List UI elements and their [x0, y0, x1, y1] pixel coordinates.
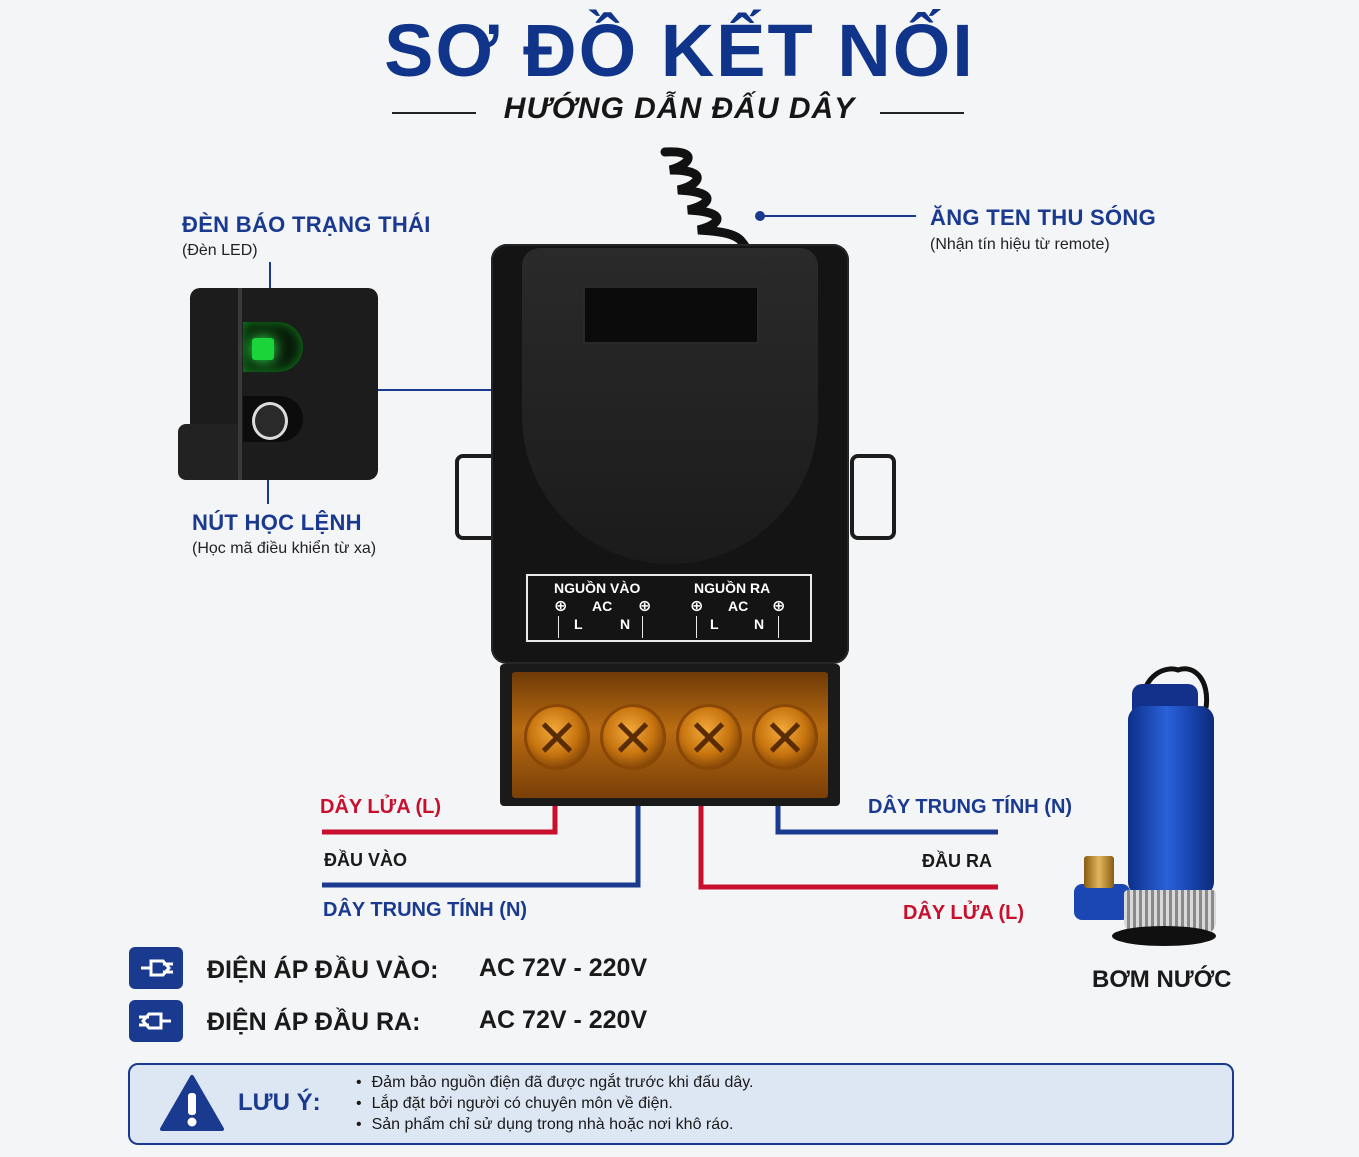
note-list: Đảm bảo nguồn điện đã được ngắt trước kh… — [356, 1072, 754, 1135]
ground-icon: ⊕ — [638, 598, 652, 615]
led-callout-title: ĐÈN BÁO TRẠNG THÁI — [182, 212, 431, 237]
output-terminal-label: NGUỒN RA — [694, 580, 771, 596]
input-voltage-label: ĐIỆN ÁP ĐẦU VÀO: — [207, 956, 439, 984]
output-live-label: DÂY LỬA (L) — [903, 902, 1025, 924]
input-voltage-value: AC 72V - 220V — [479, 954, 648, 982]
output-neutral-label: DÂY TRUNG TÍNH (N) — [868, 796, 1073, 818]
antenna-callout-title: ĂNG TEN THU SÓNG — [930, 205, 1157, 230]
pump-outlet — [1074, 884, 1130, 920]
note-item: Lắp đặt bởi người có chuyên môn về điện. — [356, 1093, 754, 1114]
note-title: LƯU Ý: — [238, 1089, 321, 1116]
plug-in-icon — [129, 947, 183, 989]
input-neutral-wire — [322, 806, 641, 888]
title-rule-right — [880, 112, 964, 114]
antenna-callout-desc: (Nhận tín hiệu từ remote) — [930, 236, 1110, 253]
learn-button[interactable] — [252, 402, 288, 440]
pump-base — [1112, 926, 1216, 946]
note-item: Sản phẩm chỉ sử dụng trong nhà hoặc nơi … — [356, 1114, 754, 1135]
input-live-wire — [322, 806, 558, 835]
output-group-label: ĐẦU RA — [922, 851, 992, 871]
plug-out-icon — [129, 1000, 183, 1042]
receiver-label-window — [583, 286, 759, 344]
mounting-ear-right — [850, 454, 896, 540]
pump-brass-fitting — [1084, 856, 1114, 888]
input-n-label: N — [620, 616, 631, 632]
terminal-label-panel: NGUỒN VÀO NGUỒN RA AC AC L N L N ⊕ ⊕ ⊕ ⊕ — [526, 574, 812, 642]
input-group-label: ĐẦU VÀO — [324, 850, 408, 870]
warning-note: LƯU Ý: Đảm bảo nguồn điện đã được ngắt t… — [128, 1063, 1234, 1145]
output-l-label: L — [710, 616, 719, 632]
learn-button-callout-desc: (Học mã điều khiển từ xa) — [192, 540, 377, 557]
led-detail-edge — [238, 288, 242, 480]
pump-handle — [1139, 666, 1210, 709]
output-neutral-wire — [775, 806, 998, 835]
input-live-label: DÂY LỬA (L) — [320, 796, 442, 818]
terminal-screw-output-l[interactable] — [676, 704, 742, 770]
terminal-screw-output-n[interactable] — [752, 704, 818, 770]
led-callout-desc: (Đèn LED) — [182, 242, 258, 259]
title-rule-left — [392, 112, 476, 114]
ground-icon: ⊕ — [554, 598, 568, 615]
learn-button-callout-title: NÚT HỌC LỆNH — [192, 510, 362, 535]
page-title: SƠ ĐỒ KẾT NỐI — [384, 9, 975, 92]
input-neutral-label: DÂY TRUNG TÍNH (N) — [323, 899, 528, 921]
output-ac-label: AC — [728, 598, 749, 614]
terminal-screw-input-n[interactable] — [600, 704, 666, 770]
input-terminal-label: NGUỒN VÀO — [554, 580, 641, 596]
pump-label: BƠM NƯỚC — [1092, 966, 1232, 993]
antenna-leader-dot — [755, 211, 765, 221]
warning-icon — [160, 1075, 224, 1131]
note-item: Đảm bảo nguồn điện đã được ngắt trước kh… — [356, 1072, 754, 1093]
water-pump-icon — [1128, 706, 1214, 896]
input-l-label: L — [574, 616, 583, 632]
output-n-label: N — [754, 616, 765, 632]
page-subtitle: HƯỚNG DẪN ĐẤU DÂY — [503, 92, 856, 125]
output-live-wire — [698, 806, 998, 890]
antenna-coil — [660, 147, 750, 251]
status-led-icon — [252, 338, 274, 360]
output-voltage-label: ĐIỆN ÁP ĐẦU RA: — [207, 1008, 421, 1036]
input-ac-label: AC — [592, 598, 613, 614]
terminal-screw-input-l[interactable] — [524, 704, 590, 770]
led-detail-clip — [178, 424, 242, 480]
subtitle-wrap: HƯỚNG DẪN ĐẤU DÂY — [0, 92, 1359, 126]
ground-icon: ⊕ — [690, 598, 704, 615]
output-voltage-value: AC 72V - 220V — [479, 1006, 648, 1034]
ground-icon: ⊕ — [772, 598, 786, 615]
